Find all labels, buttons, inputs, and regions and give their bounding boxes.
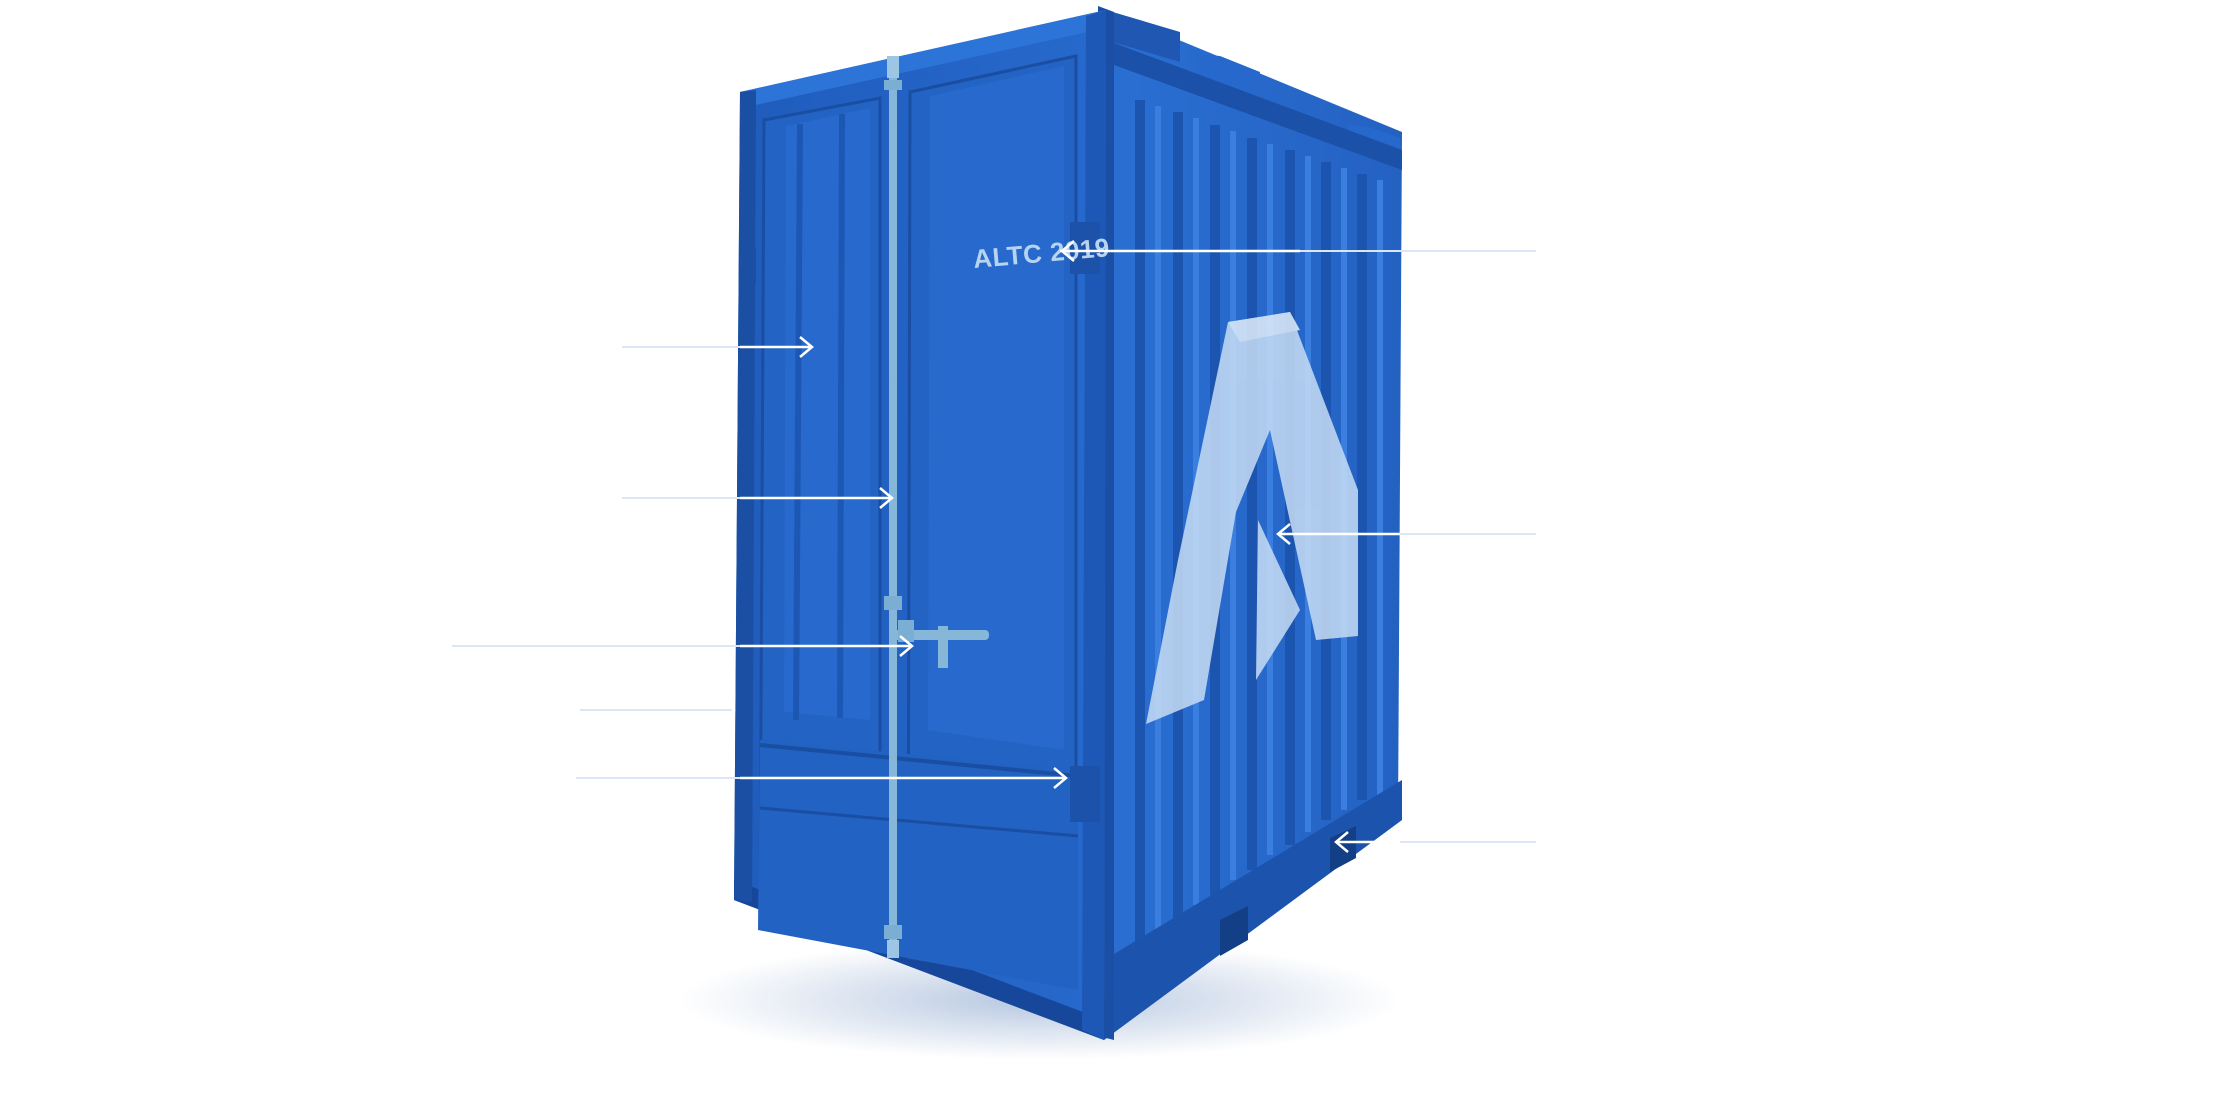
container-front-doors: [734, 10, 1106, 1040]
callout-logo: [1276, 523, 1536, 545]
hinge-bottom: [1070, 766, 1100, 822]
callout-serial-number: [1060, 240, 1536, 262]
hinge-top: [1070, 222, 1100, 274]
callout-lines: [452, 240, 1536, 853]
callout-door-panel: [622, 336, 814, 358]
callout-door-hinge: [576, 767, 1068, 789]
callout-locking-bar: [622, 487, 894, 509]
callout-forklift-pocket: [1334, 831, 1536, 853]
callout-door-handle: [452, 635, 914, 657]
logo-icon: [1146, 312, 1358, 724]
container-side-wall: [1098, 6, 1402, 1040]
locking-bar: [884, 56, 902, 958]
callout-door-gasket: [580, 701, 736, 719]
